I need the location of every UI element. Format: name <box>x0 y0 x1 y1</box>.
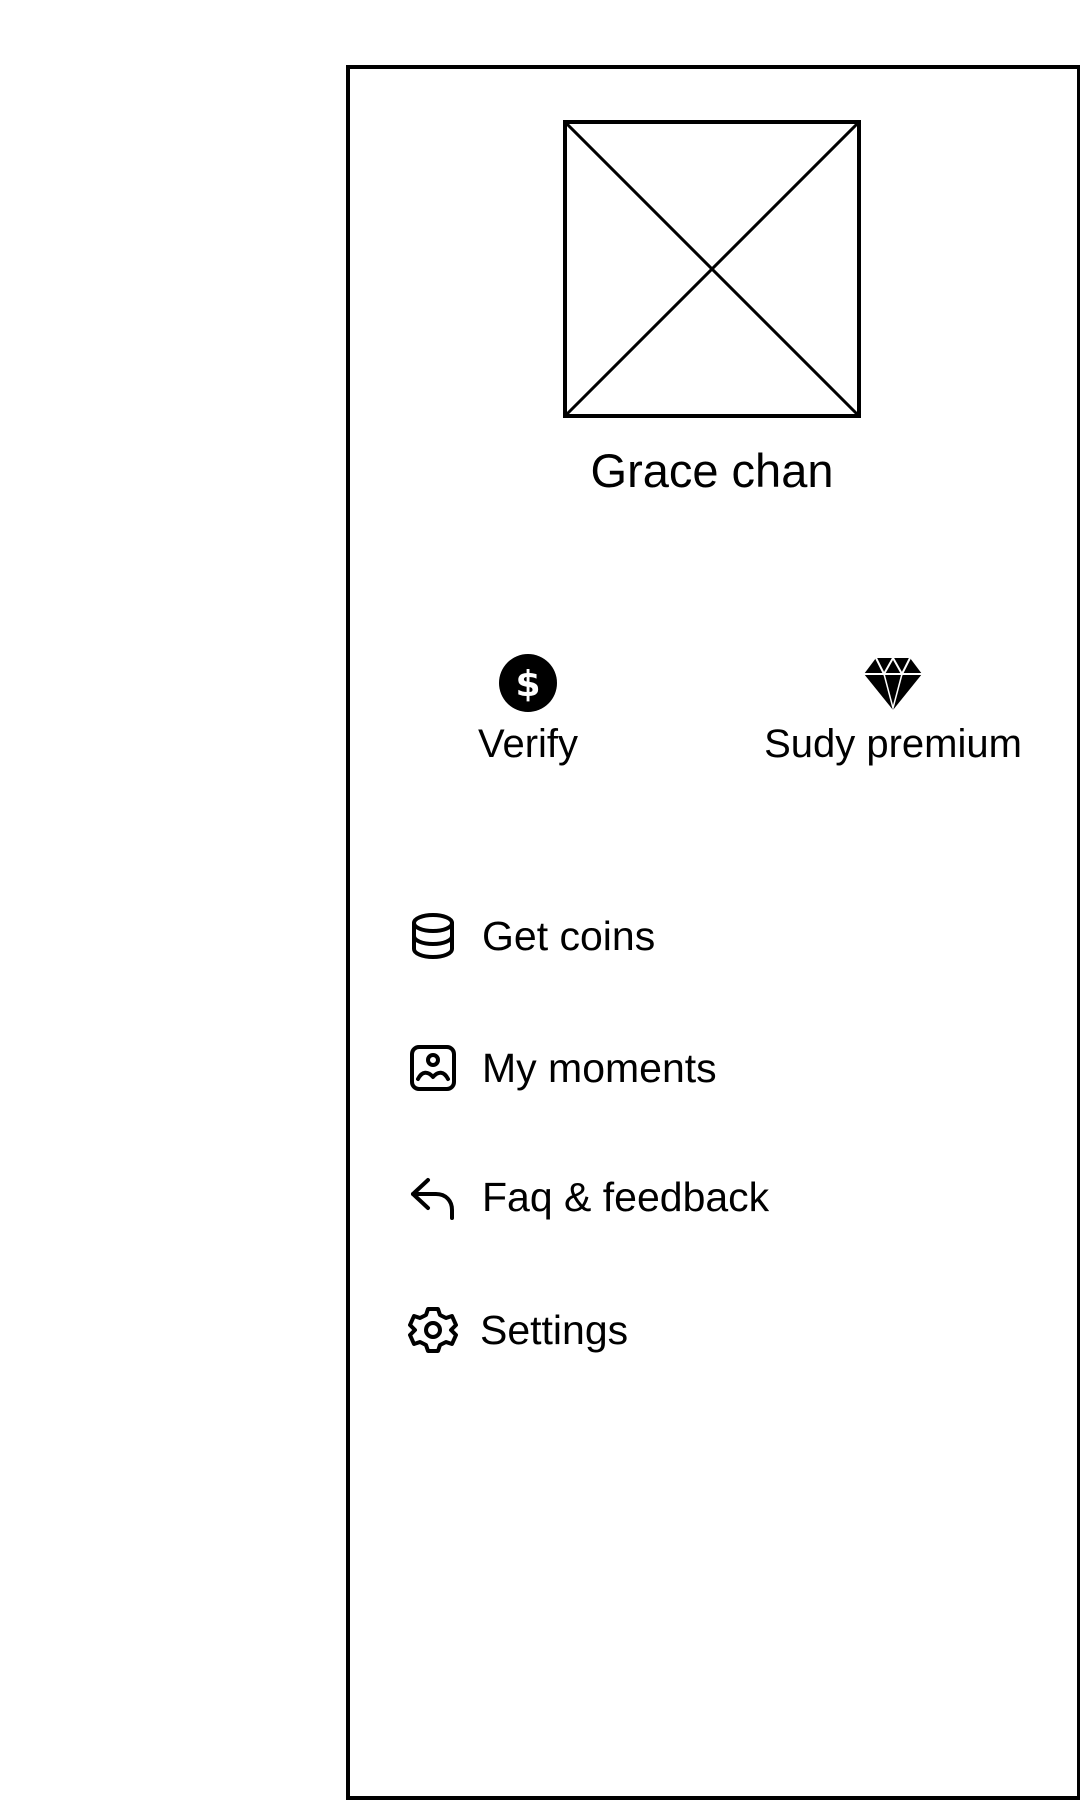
menu-item-my-moments[interactable]: My moments <box>408 1038 717 1098</box>
image-placeholder-icon <box>563 120 861 418</box>
menu-item-settings[interactable]: Settings <box>408 1300 628 1360</box>
menu-item-get-coins[interactable]: Get coins <box>408 906 655 966</box>
faq-feedback-label: Faq & feedback <box>482 1174 770 1220</box>
coins-stack-icon <box>412 913 454 960</box>
menu-item-faq-feedback[interactable]: Faq & feedback <box>408 1167 769 1227</box>
dollar-coin-icon: $ <box>499 654 557 712</box>
svg-text:$: $ <box>515 664 540 705</box>
sudy-premium-button[interactable]: Sudy premium <box>752 652 1034 768</box>
verify-label: Verify <box>477 722 579 766</box>
user-name: Grace chan <box>590 444 834 497</box>
verify-button[interactable]: $ Verify <box>460 652 596 768</box>
reply-arrow-icon <box>411 1178 454 1220</box>
photo-person-icon <box>410 1045 456 1091</box>
settings-label: Settings <box>480 1307 629 1353</box>
sudy-premium-label: Sudy premium <box>764 722 1022 766</box>
avatar-placeholder[interactable] <box>563 120 861 418</box>
gear-icon <box>408 1307 458 1353</box>
get-coins-label: Get coins <box>482 913 656 959</box>
my-moments-label: My moments <box>482 1045 717 1091</box>
diamond-icon <box>864 655 922 711</box>
